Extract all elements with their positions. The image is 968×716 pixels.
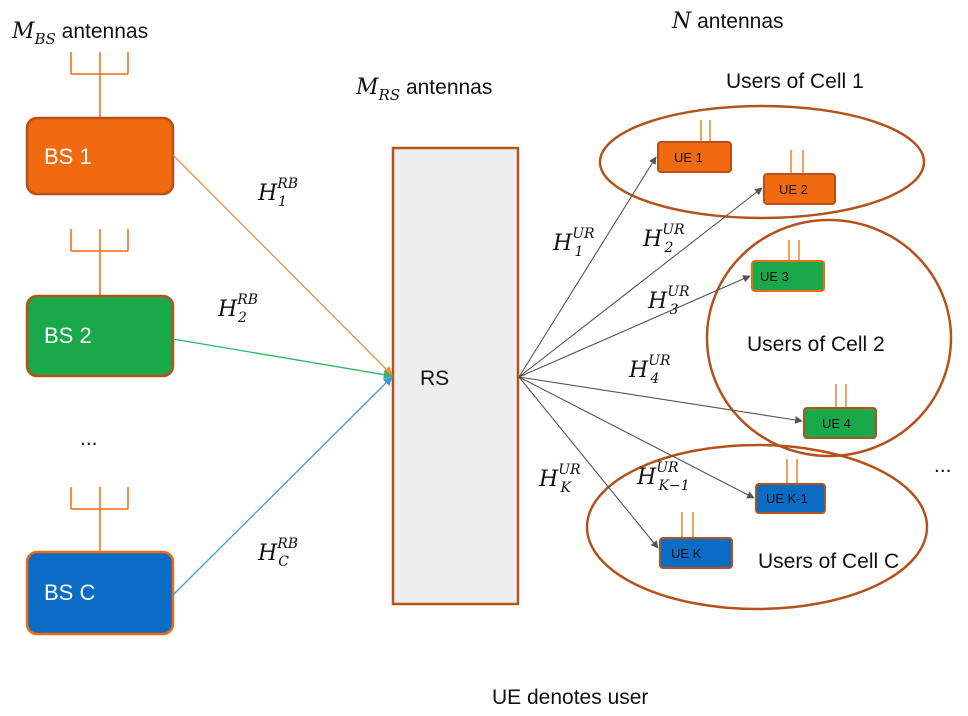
n-antennas-label: N antennas (671, 9, 784, 34)
ue3-antenna-icon (788, 240, 800, 261)
footer-note: UE denotes user (492, 686, 648, 709)
ue-ellipsis: ... (934, 454, 952, 477)
ueK1-label: UE K-1 (766, 491, 808, 506)
ue-3: UE 3 (751, 260, 825, 292)
ue2-label: UE 2 (779, 182, 808, 197)
ueK1-link (518, 376, 755, 499)
bs2-label: BS 2 (44, 323, 92, 348)
base-station-bs1: BS 1 (25, 116, 175, 196)
ue1-link (518, 156, 657, 378)
bs-ellipsis: ... (80, 427, 98, 450)
ue-1: UE 1 (657, 141, 732, 173)
base-station-bsc: BS C (25, 550, 175, 636)
ue1-label: UE 1 (674, 150, 703, 165)
base-station-bs2: BS 2 (25, 294, 175, 378)
ue-k-1: UE K-1 (755, 483, 826, 514)
ueK1-antenna-icon (786, 459, 798, 484)
ue-4: UE 4 (803, 407, 877, 439)
mrs-antennas-label: MRS antennas (355, 75, 492, 104)
relay-station: RS (391, 146, 520, 606)
ue3-link (518, 275, 751, 378)
ue2-antenna-icon (790, 150, 804, 174)
ueK-label: UE K (671, 546, 702, 561)
bs2-antenna-icon (70, 229, 129, 296)
ue-k: UE K (659, 537, 733, 569)
ueK-antenna-icon (681, 512, 694, 538)
bsc-label: BS C (44, 580, 95, 605)
cell-1-label: Users of Cell 1 (726, 70, 864, 93)
ue3-label: UE 3 (760, 269, 789, 284)
ue1-antenna-icon (700, 120, 711, 142)
bs2-link (172, 338, 393, 380)
ue4-link (518, 376, 803, 424)
cell-2-label: Users of Cell 2 (747, 333, 885, 356)
ue4-label: UE 4 (822, 416, 851, 431)
bs1-antenna-icon (70, 52, 129, 118)
bsc-antenna-icon (70, 487, 129, 552)
cell-c-ring (585, 443, 929, 611)
bs1-link (172, 154, 393, 376)
cell-2-ring (705, 218, 953, 458)
mbs-antennas-label: MBS antennas (11, 19, 148, 48)
ueK-link (518, 376, 659, 549)
ue2-link (518, 187, 763, 378)
cell-c-label: Users of Cell C (758, 550, 899, 573)
cell-1-ring (598, 104, 926, 220)
bsc-link (172, 376, 393, 596)
bs1-label: BS 1 (44, 144, 92, 169)
ue4-antenna-icon (835, 384, 847, 408)
ue-2: UE 2 (763, 173, 836, 205)
relay-label: RS (420, 367, 449, 390)
